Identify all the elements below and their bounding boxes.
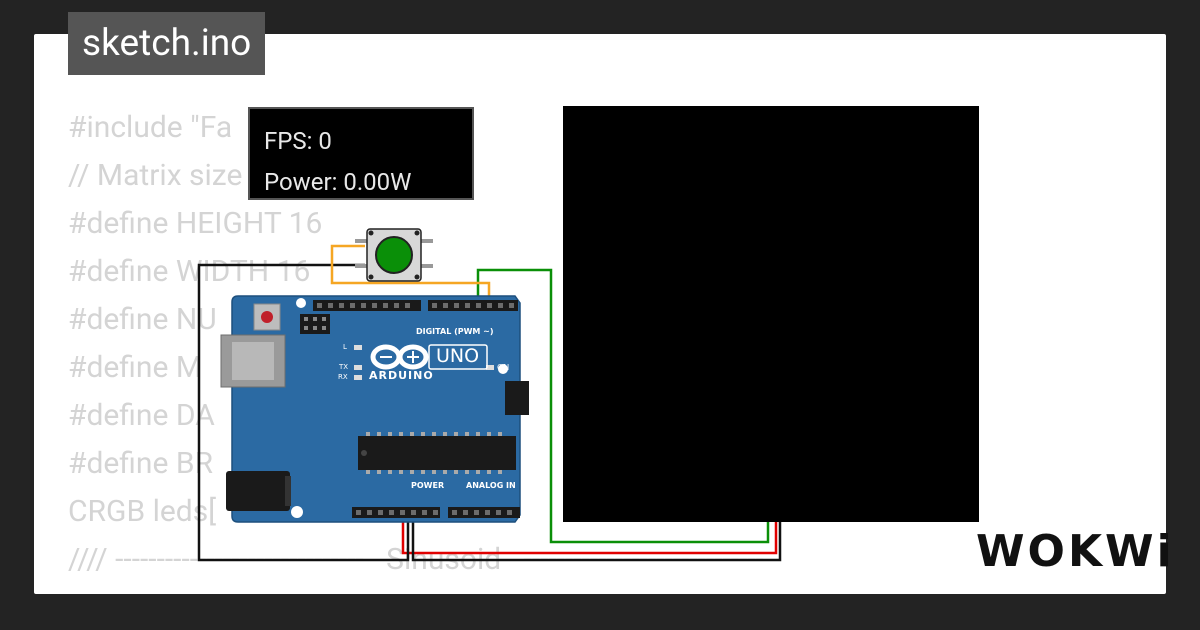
wire-red [401,512,778,555]
code-line: #define DA [68,398,215,433]
button-cap[interactable] [375,236,413,274]
tx-led-label: TX [339,363,349,371]
wokwi-logo: WOKWi [976,526,1175,577]
pushbutton[interactable] [355,228,433,282]
code-line: #define BR [68,446,214,481]
board-brand-label: ARDUINO [369,369,434,382]
code-line: // Matrix size [68,158,243,193]
analog-header-label: ANALOG IN [466,481,516,490]
l-led-label: L [343,343,347,351]
wire-green [476,268,770,544]
board-model-label: UNO [436,345,480,367]
code-line: #define HEIGHT 16 [68,206,323,241]
code-line: // tf://crbi.ruf/dmi/lml ... ...dmi/crbi… [68,584,794,594]
code-line: #define M [68,350,203,385]
led-matrix-display [563,106,979,522]
file-tab[interactable]: sketch.ino [68,12,266,75]
rx-led-label: RX [338,373,348,381]
power-header-label: POWER [411,481,445,490]
code-line: CRGB leds[ [68,494,217,529]
wire-black-gnd [197,263,410,562]
code-line: #define WIDTH 16 [68,254,311,289]
code-line: #include "Fa [68,110,233,145]
wire-black-matrix [411,512,782,562]
power-readout: Power: 0.00W [264,168,412,196]
oled-display: FPS: 0 Power: 0.00W [248,107,474,200]
on-led-label: ON [497,363,510,372]
digital-header-label: DIGITAL (PWM ~) [416,327,494,336]
wire-orange [330,244,491,305]
code-line: #define NU [68,302,217,337]
fps-readout: FPS: 0 [264,127,332,155]
